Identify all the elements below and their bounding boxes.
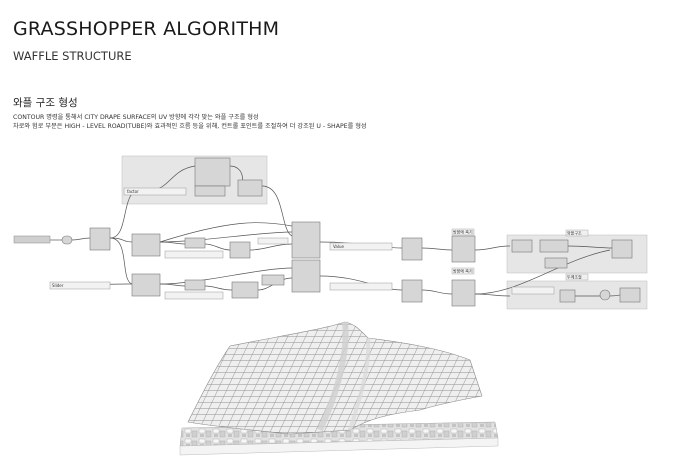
group-label-box-1 xyxy=(451,228,475,236)
road-valley-right xyxy=(348,337,371,431)
group-label-box-3 xyxy=(565,229,589,237)
slider-left-bottom[interactable] xyxy=(49,281,111,290)
road-valley xyxy=(317,321,349,432)
slider-right-bottom[interactable] xyxy=(511,286,555,295)
waffle-structure-render xyxy=(179,321,499,456)
slider-mid-top[interactable] xyxy=(164,250,224,259)
slider-left-bottom-label: Slider xyxy=(52,283,64,288)
slider-value-top-label: Value xyxy=(333,244,345,249)
slider-mid-small[interactable] xyxy=(257,237,289,245)
description-line-1: CONTOUR 명령을 통해서 CITY DRAPE SURFACE의 UV 방… xyxy=(13,114,259,121)
group-label-3: 와플구조 xyxy=(567,230,582,236)
description-line-2: 차로와 험로 부분은 HIGH - LEVEL ROAD(TUBE)와 효과적인… xyxy=(13,123,367,130)
slider-factor-top-label: factor xyxy=(127,189,139,194)
panel-input-left xyxy=(13,235,51,244)
waffle-surface xyxy=(187,321,483,435)
grasshopper-definition-graph: factor Slider Value 방향에 축기 xyxy=(13,155,648,310)
group-label-4: 두께조절 xyxy=(567,274,582,280)
group-label-box-2 xyxy=(451,267,475,275)
group-label-2: 방향에 축기 xyxy=(453,268,473,274)
slider-factor-top[interactable] xyxy=(123,187,187,196)
section-title: 와플 구조 형성 xyxy=(13,97,78,109)
page-subtitle: WAFFLE STRUCTURE xyxy=(13,49,132,63)
group-label-1: 방향에 축기 xyxy=(453,229,473,235)
page-title: GRASSHOPPER ALGORITHM xyxy=(13,18,280,40)
base-slab-front xyxy=(179,437,499,456)
component-nodes[interactable] xyxy=(61,157,641,307)
slider-value-bottom[interactable] xyxy=(329,282,393,291)
slider-value-top[interactable] xyxy=(329,242,393,251)
group-label-box-4 xyxy=(565,273,589,281)
slider-mid-bottom[interactable] xyxy=(164,291,224,300)
